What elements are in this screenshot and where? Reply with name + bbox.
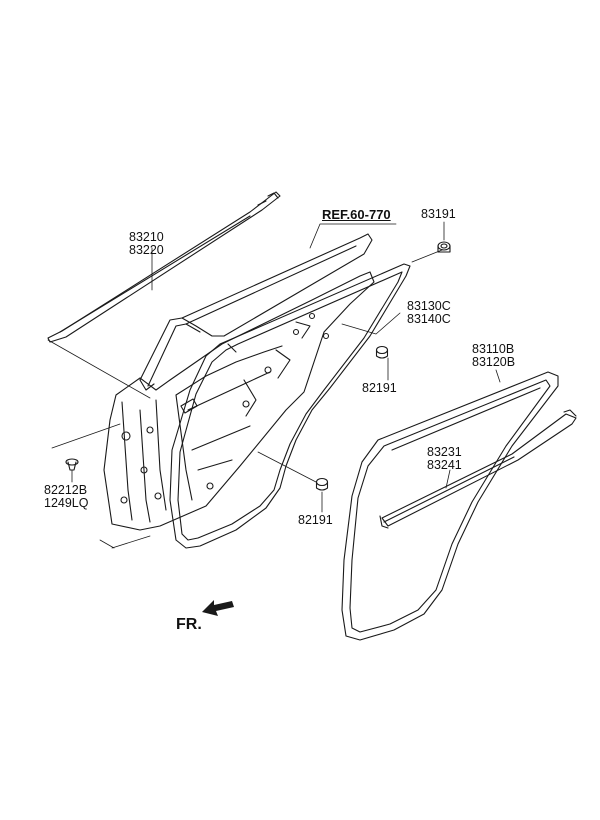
- plug-82191-mid: [375, 345, 389, 359]
- leader-lines: [47, 221, 501, 549]
- front-direction-label: FR.: [176, 616, 202, 633]
- part-number-83110B: 83110B: [472, 342, 515, 356]
- part-number-83220: 83220: [129, 243, 164, 257]
- part-number-83130C: 83130C: [407, 299, 451, 313]
- part-number-82212B: 82212B: [44, 483, 88, 497]
- part-number-83140C: 83140C: [407, 312, 451, 326]
- front-arrow-icon: [202, 600, 234, 616]
- part-number-83120B: 83120B: [472, 355, 516, 369]
- part-number-83241: 83241: [427, 458, 462, 472]
- glass-run-channel: [379, 409, 577, 529]
- part-number-1249LQ: 1249LQ: [44, 496, 89, 510]
- body-weatherstrip: [169, 263, 411, 549]
- part-number-82191-mid: 82191: [362, 381, 397, 395]
- part-number-83191: 83191: [421, 207, 456, 221]
- door-inner-panel: [103, 271, 375, 531]
- belt-weatherstrip: [47, 191, 281, 343]
- door-frame-outer: [139, 233, 373, 391]
- clip-82212B: [65, 458, 79, 471]
- plug-82191-low: [315, 477, 329, 491]
- door-weatherstrip: [341, 371, 559, 641]
- reference-label: REF.60-770: [322, 207, 391, 222]
- plug-83191: [437, 241, 451, 253]
- part-number-82191-low: 82191: [298, 513, 333, 527]
- part-number-83210: 83210: [129, 230, 164, 244]
- part-number-83231: 83231: [427, 445, 462, 459]
